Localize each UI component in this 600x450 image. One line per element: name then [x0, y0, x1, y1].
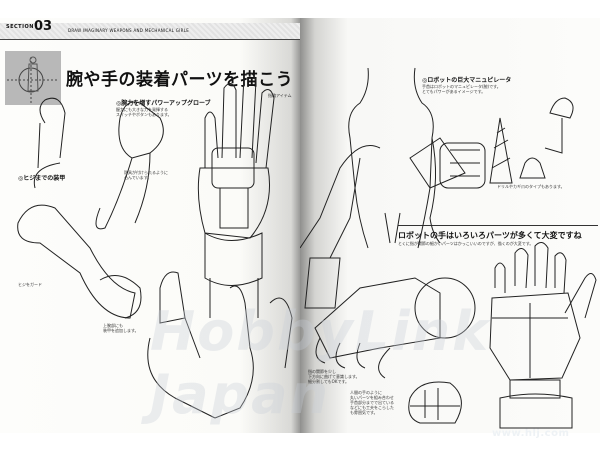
note-glove: 握力にも大きな力を発揮する スイッチやボタンもあります。 — [116, 107, 172, 117]
figure-target-icon — [5, 51, 61, 105]
note-manipulator: 手首はロボットのマニュピレータ(腕)です。 とてもパワーがあるイメージです。 — [422, 84, 501, 94]
left-page: SECTION 03 DRAW IMAGINARY WEAPONS AND ME… — [0, 18, 300, 433]
watermark-url: www.hlj.com — [492, 428, 570, 439]
note-upper-arm: 上腕部にも 装甲を追加します。 — [103, 323, 139, 333]
subheading-elbow: ◎ヒジまでの装甲 — [18, 175, 66, 182]
section-header-band — [0, 23, 300, 40]
section-label: SECTION — [6, 24, 34, 30]
subheading-glove: ◎腕力を増すパワーアップグローブ — [116, 100, 211, 107]
note-elbow: ヒジをガード — [18, 282, 42, 287]
section-heading: ロボットの手はいろいろパーツが多くて大変ですね — [398, 225, 598, 241]
robot-hand-sketches — [300, 67, 597, 429]
page-title: 腕や手の装着パーツを描こう — [66, 70, 294, 90]
note-ring: 指輪アイテム — [268, 93, 292, 98]
note-fist: 防具が付けられるように 凸んでいます。 — [124, 170, 168, 180]
note-fingers: 指の関節を少し 下方向に曲げて意識します。 細分割してもOKです。 — [308, 369, 360, 384]
section-subtitle: DRAW IMAGINARY WEAPONS AND MECHANICAL GI… — [68, 28, 190, 33]
arm-armor-sketches — [17, 72, 293, 419]
note-human-hand: 人間の手のように 丸いパーツを組み合わせ 手首部分までで出ている などにも工夫を… — [350, 390, 394, 415]
watermark-logo: HobbyLink Japan — [150, 300, 491, 426]
note-drill: ドリルやカギ爪のタイプもあります。 — [497, 184, 565, 189]
right-page: ◎ロボットの巨大マニュピレータ 手首はロボットのマニュピレータ(腕)です。 とて… — [300, 18, 600, 433]
subheading-manipulator: ◎ロボットの巨大マニュピレータ — [422, 77, 512, 84]
section-number: 03 — [34, 19, 53, 34]
section-note: とくに指が関節の細かいパーツはかっこいいのですが、描くのが大変です。 — [398, 241, 534, 246]
